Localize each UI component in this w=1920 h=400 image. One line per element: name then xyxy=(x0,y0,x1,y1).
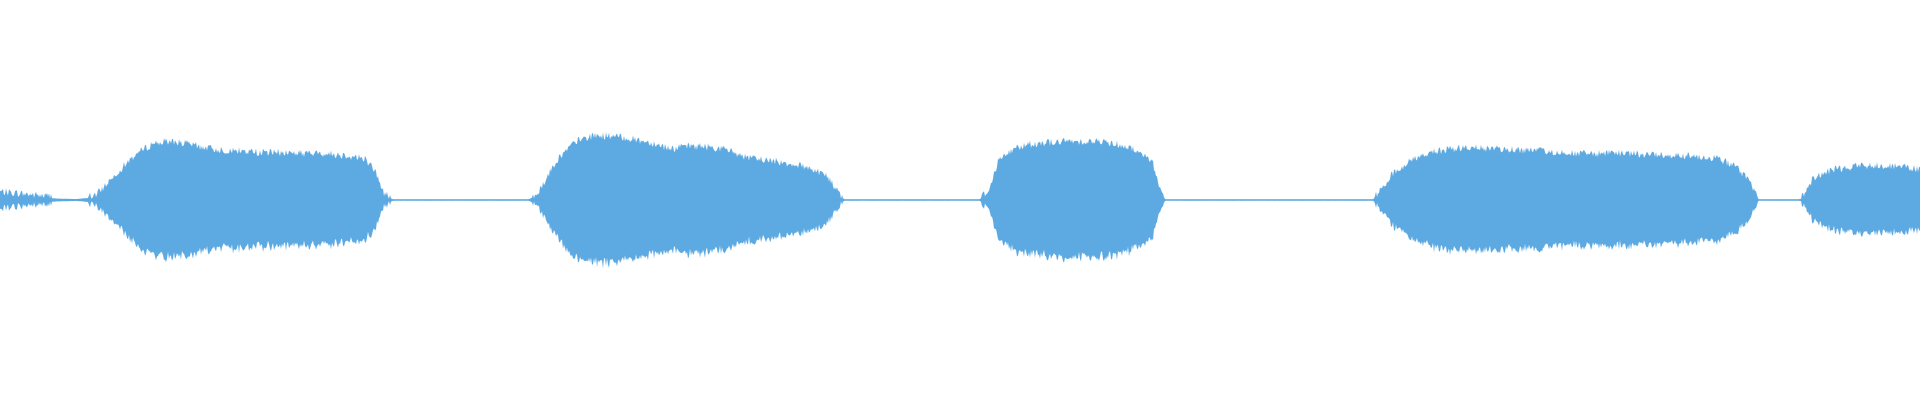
waveform-container xyxy=(0,132,1920,269)
audio-waveform xyxy=(0,132,1920,269)
